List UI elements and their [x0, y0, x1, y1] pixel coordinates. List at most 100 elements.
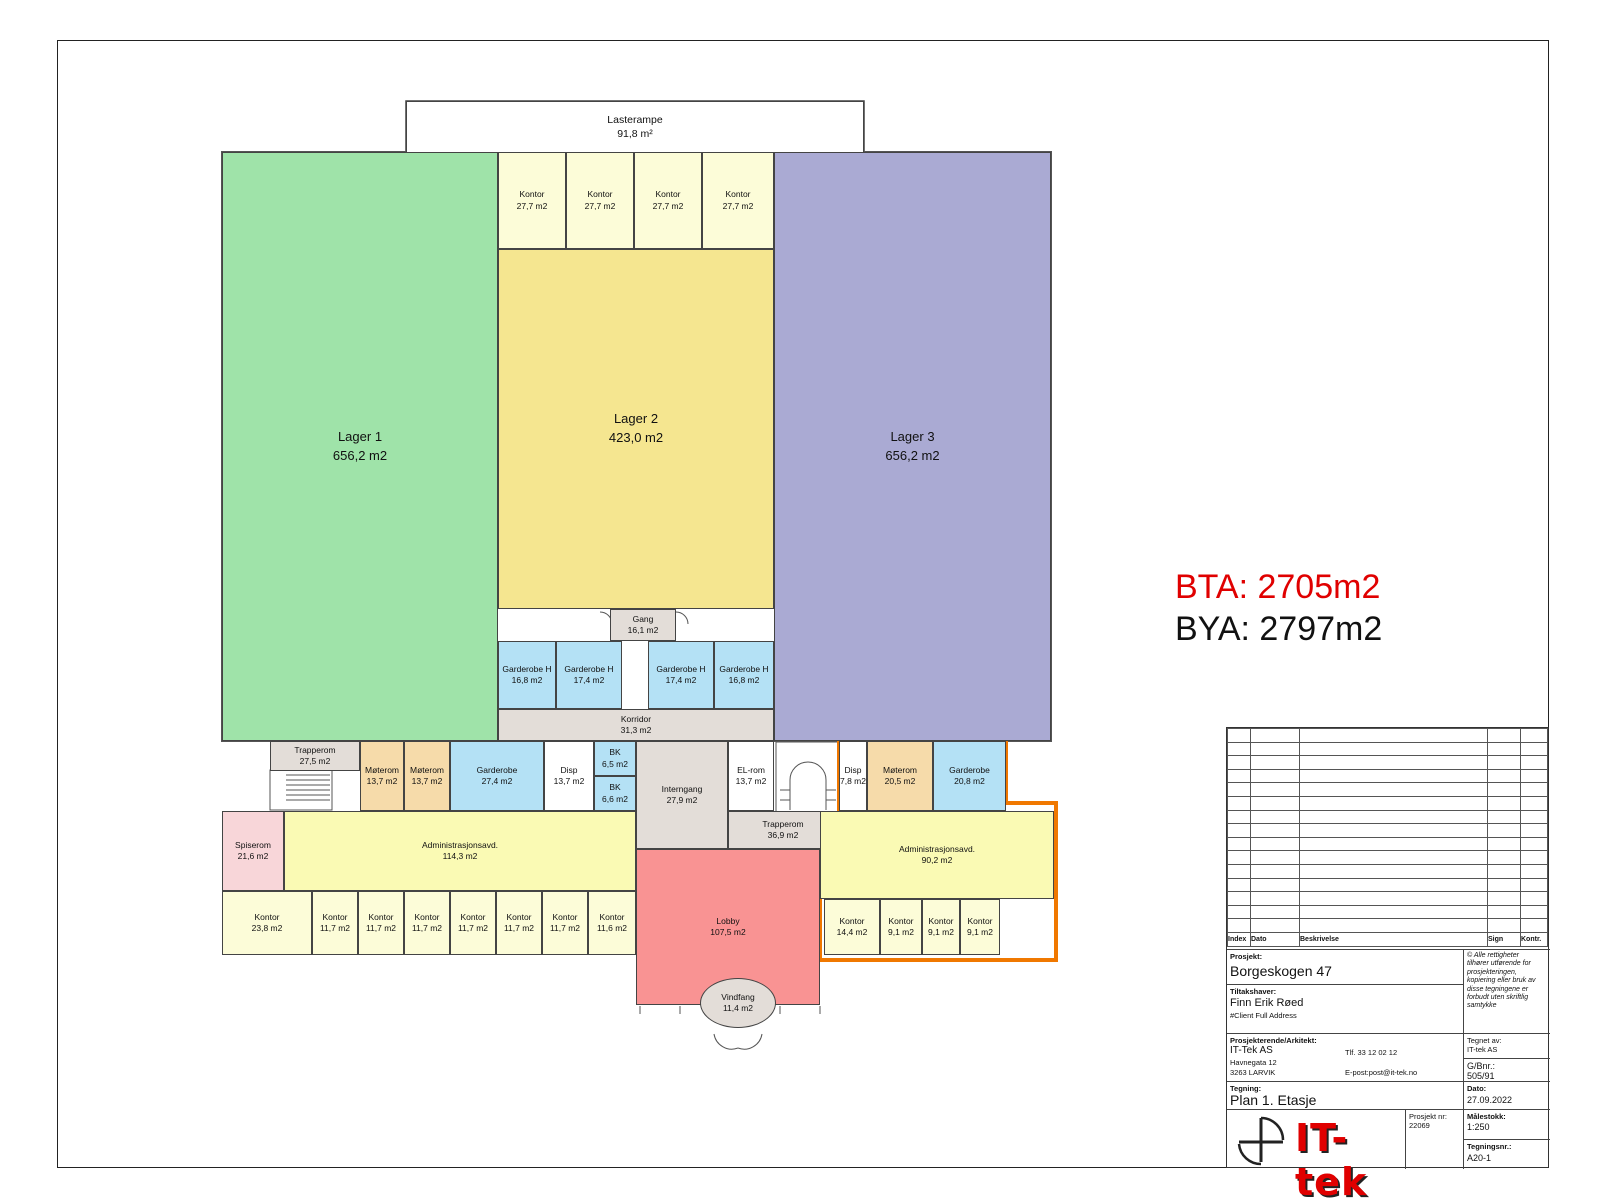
room-name: Kontor: [888, 915, 914, 926]
room-area: 11,7 m2: [457, 923, 489, 933]
room-name: Kontor: [928, 915, 954, 926]
room-area: 114,3 m2: [442, 851, 478, 861]
firma-adresse1: Havnegata 12: [1230, 1058, 1277, 1067]
room-name: Kontor: [460, 911, 486, 922]
dato-value: 27.09.2022: [1467, 1095, 1513, 1105]
room-area: 11,4 m2: [722, 1003, 754, 1013]
room-area: 27,7 m2: [652, 200, 684, 211]
gbnr-label: G/Bnr.:: [1467, 1061, 1496, 1071]
room-area: 91,8 m²: [617, 128, 653, 140]
room-name: Møterom: [410, 764, 444, 775]
room-name: Kontor: [368, 911, 394, 922]
room-name: Garderobe: [949, 764, 990, 775]
room-area: 11,7 m2: [365, 923, 397, 933]
room-area: 31,3 m2: [620, 725, 652, 735]
room-area: 9,1 m2: [888, 927, 914, 937]
title-block: Index Dato Beskrivelse Sign Kontr. Prosj…: [1226, 727, 1550, 1204]
rev-header-sign: Sign: [1487, 931, 1521, 947]
room-area: 27,5 m2: [299, 756, 331, 766]
room-name: Administrasjonsavd.: [421, 839, 499, 850]
room-name: Gang: [632, 613, 654, 624]
room-name: Trapperom: [294, 744, 336, 755]
tegningsnr-label: Tegningsnr.:: [1467, 1142, 1512, 1151]
room-name: Kontor: [254, 911, 280, 922]
room-admin-w: Administrasjonsavd.114,3 m2: [284, 811, 636, 891]
room-area: 13,7 m2: [366, 776, 398, 786]
room-name: Lasterampe: [607, 113, 663, 126]
client-address: #Client Full Address: [1230, 1011, 1297, 1020]
room-name: Vindfang: [721, 991, 755, 1002]
room-name: Møterom: [365, 764, 399, 775]
rev-header-beskrivelse: Beskrivelse: [1299, 931, 1488, 947]
firma-adresse2: 3263 LARVIK: [1230, 1068, 1276, 1077]
room-name: Interngang: [661, 783, 703, 794]
prosjekt-label: Prosjekt:: [1230, 952, 1263, 961]
tiltakshaver-name: Finn Erik Røed: [1230, 997, 1304, 1009]
prosjektnr-value: 22069: [1409, 1121, 1430, 1130]
room-name: Garderobe H: [502, 663, 552, 674]
room-name: Lager 3: [890, 428, 935, 444]
tiltakshaver-label: Tiltakshaver:: [1230, 987, 1277, 996]
room-area: 20,8 m2: [954, 776, 985, 786]
room-area: 27,9 m2: [666, 795, 698, 805]
room-area: 23,8 m2: [251, 923, 283, 933]
room-name: Kontor: [655, 189, 681, 200]
room-area: 7,8 m2: [840, 776, 866, 786]
room-area: 27,7 m2: [722, 200, 754, 211]
room-area: 27,4 m2: [481, 776, 513, 786]
room-name: Kontor: [725, 189, 751, 200]
room-area: 107,5 m2: [710, 927, 746, 937]
room-area: 6,5 m2: [602, 758, 628, 769]
room-name: Kontor: [552, 911, 578, 922]
dato-label: Dato:: [1467, 1084, 1487, 1093]
rev-header-dato: Dato: [1250, 931, 1300, 947]
room-name: Garderobe: [476, 764, 518, 775]
room-name: Spiserom: [235, 839, 271, 850]
room-area: 11,7 m2: [549, 923, 581, 933]
room-area: 6,6 m2: [602, 793, 628, 804]
room-name: Kontor: [519, 189, 545, 200]
bta-label: BTA: 2705m2: [1175, 568, 1381, 606]
room-area: 9,1 m2: [928, 927, 954, 937]
room-area: 90,2 m2: [921, 855, 953, 865]
room-area: 11,7 m2: [503, 923, 535, 933]
room-name: Kontor: [839, 915, 865, 926]
tegningsnr-value: A20-1: [1467, 1153, 1492, 1163]
room-name: Kontor: [506, 911, 532, 922]
prosjekt-name: Borgeskogen 47: [1230, 963, 1332, 979]
room-name: Lager 1: [337, 428, 383, 444]
room-area: 9,1 m2: [967, 927, 993, 937]
room-area: 11,6 m2: [596, 923, 628, 933]
firma-epost: E-post:post@it-tek.no: [1345, 1068, 1418, 1077]
room-name: Korridor: [620, 713, 652, 724]
tegnet-label: Tegnet av:: [1467, 1036, 1502, 1045]
tegning-label: Tegning:: [1230, 1084, 1262, 1093]
room-name: Lager 2: [613, 411, 659, 427]
